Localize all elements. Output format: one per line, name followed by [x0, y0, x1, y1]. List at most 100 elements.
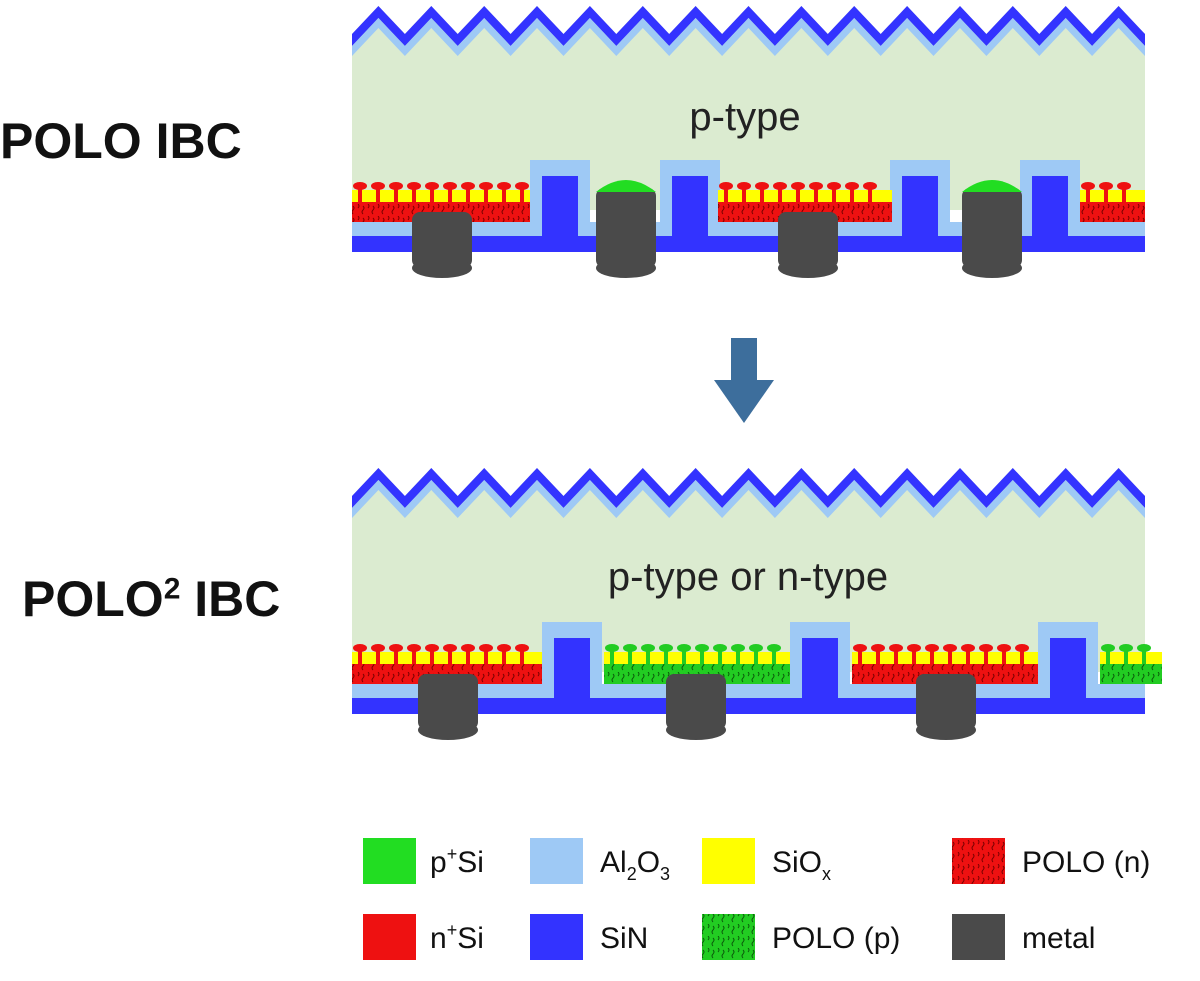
pinhole-cap [871, 644, 885, 652]
pinhole-cap [961, 644, 975, 652]
metal-contact [778, 212, 838, 268]
pinhole [742, 186, 746, 202]
pinhole [1122, 186, 1126, 202]
pinhole-cap [443, 182, 457, 190]
pinhole [484, 186, 488, 202]
pinhole [876, 648, 880, 664]
pinhole [724, 186, 728, 202]
front-sin-layer [352, 6, 1145, 46]
pinhole-cap [389, 644, 403, 652]
pinhole-cap [605, 644, 619, 652]
pinhole-cap [749, 644, 763, 652]
pinhole-cap [737, 182, 751, 190]
metal-contact [596, 188, 656, 268]
pinhole-cap [623, 644, 637, 652]
pinhole-cap [497, 644, 511, 652]
trench-sin [902, 176, 938, 250]
trench-sin [1032, 176, 1068, 250]
pinhole-cap [755, 182, 769, 190]
svg-text:SiOx: SiOx [772, 846, 831, 884]
front-al2o3-layer [352, 480, 1145, 518]
row-label-polo-ibc: POLO IBC [0, 113, 242, 169]
pinhole [412, 186, 416, 202]
trench-sin [554, 638, 590, 712]
legend-item-metal: metal [952, 914, 1095, 960]
pinhole [520, 186, 524, 202]
pinhole [394, 648, 398, 664]
pinhole [850, 186, 854, 202]
pinhole [700, 648, 704, 664]
siox-layer [604, 652, 790, 664]
front-al2o3-layer [352, 18, 1145, 56]
pinhole-cap [1099, 182, 1113, 190]
p-plus-si-region [596, 180, 656, 192]
metal-contact [962, 188, 1022, 268]
metal-contact [418, 674, 478, 730]
pinhole [754, 648, 758, 664]
pinhole [1020, 648, 1024, 664]
pinhole [682, 648, 686, 664]
pinhole [760, 186, 764, 202]
pinhole [502, 186, 506, 202]
pinhole-cap [695, 644, 709, 652]
pinhole-cap [1137, 644, 1151, 652]
pinhole [1106, 648, 1110, 664]
pinhole-cap [773, 182, 787, 190]
legend-item-n-plus-si: n+Si [363, 914, 484, 960]
pinhole [610, 648, 614, 664]
pinhole-cap [767, 644, 781, 652]
metal-contact-base [778, 258, 838, 278]
metal-contact-base [596, 258, 656, 278]
legend-item-p-plus-si: p+Si [363, 838, 484, 884]
svg-text:n+Si: n+Si [430, 920, 484, 955]
legend-item-polo-p: POLO (p) [702, 914, 900, 960]
pinhole-cap [677, 644, 691, 652]
front-sin-layer [352, 468, 1145, 508]
legend-item-polo-n: POLO (n) [952, 838, 1150, 884]
pinhole [376, 648, 380, 664]
pinhole-cap [1117, 182, 1131, 190]
pinhole [984, 648, 988, 664]
pinhole-cap [889, 644, 903, 652]
pinhole-cap [1015, 644, 1029, 652]
pinhole-cap [461, 182, 475, 190]
metal-contact-base [666, 720, 726, 740]
pinhole-cap [845, 182, 859, 190]
pinhole [778, 186, 782, 202]
pinhole-cap [425, 644, 439, 652]
down-arrow-icon [714, 338, 774, 423]
pinhole [1104, 186, 1108, 202]
pinhole-cap [731, 644, 745, 652]
pinhole-cap [659, 644, 673, 652]
pinhole-cap [943, 644, 957, 652]
legend-item-siox: SiOx [702, 838, 831, 884]
pinhole-cap [371, 644, 385, 652]
pinhole-cap [1119, 644, 1133, 652]
pinhole [358, 648, 362, 664]
pinhole-cap [1101, 644, 1115, 652]
pinhole-cap [719, 182, 733, 190]
pinhole [868, 186, 872, 202]
pinhole [358, 186, 362, 202]
metal-contact [412, 212, 472, 268]
trench-sin [1050, 638, 1086, 712]
pinhole [1124, 648, 1128, 664]
pinhole-cap [479, 644, 493, 652]
pinhole-cap [461, 644, 475, 652]
pinhole-cap [407, 644, 421, 652]
pinhole [430, 648, 434, 664]
pinhole [930, 648, 934, 664]
pinhole [966, 648, 970, 664]
pinhole [736, 648, 740, 664]
p-plus-si-region [962, 180, 1022, 192]
svg-text:SiN: SiN [600, 922, 648, 955]
pinhole [484, 648, 488, 664]
pinhole [664, 648, 668, 664]
siox-layer [352, 652, 542, 664]
pinhole-cap [515, 182, 529, 190]
pinhole-cap [641, 644, 655, 652]
pinhole [796, 186, 800, 202]
pinhole-cap [425, 182, 439, 190]
pinhole [772, 648, 776, 664]
pinhole-cap [853, 644, 867, 652]
